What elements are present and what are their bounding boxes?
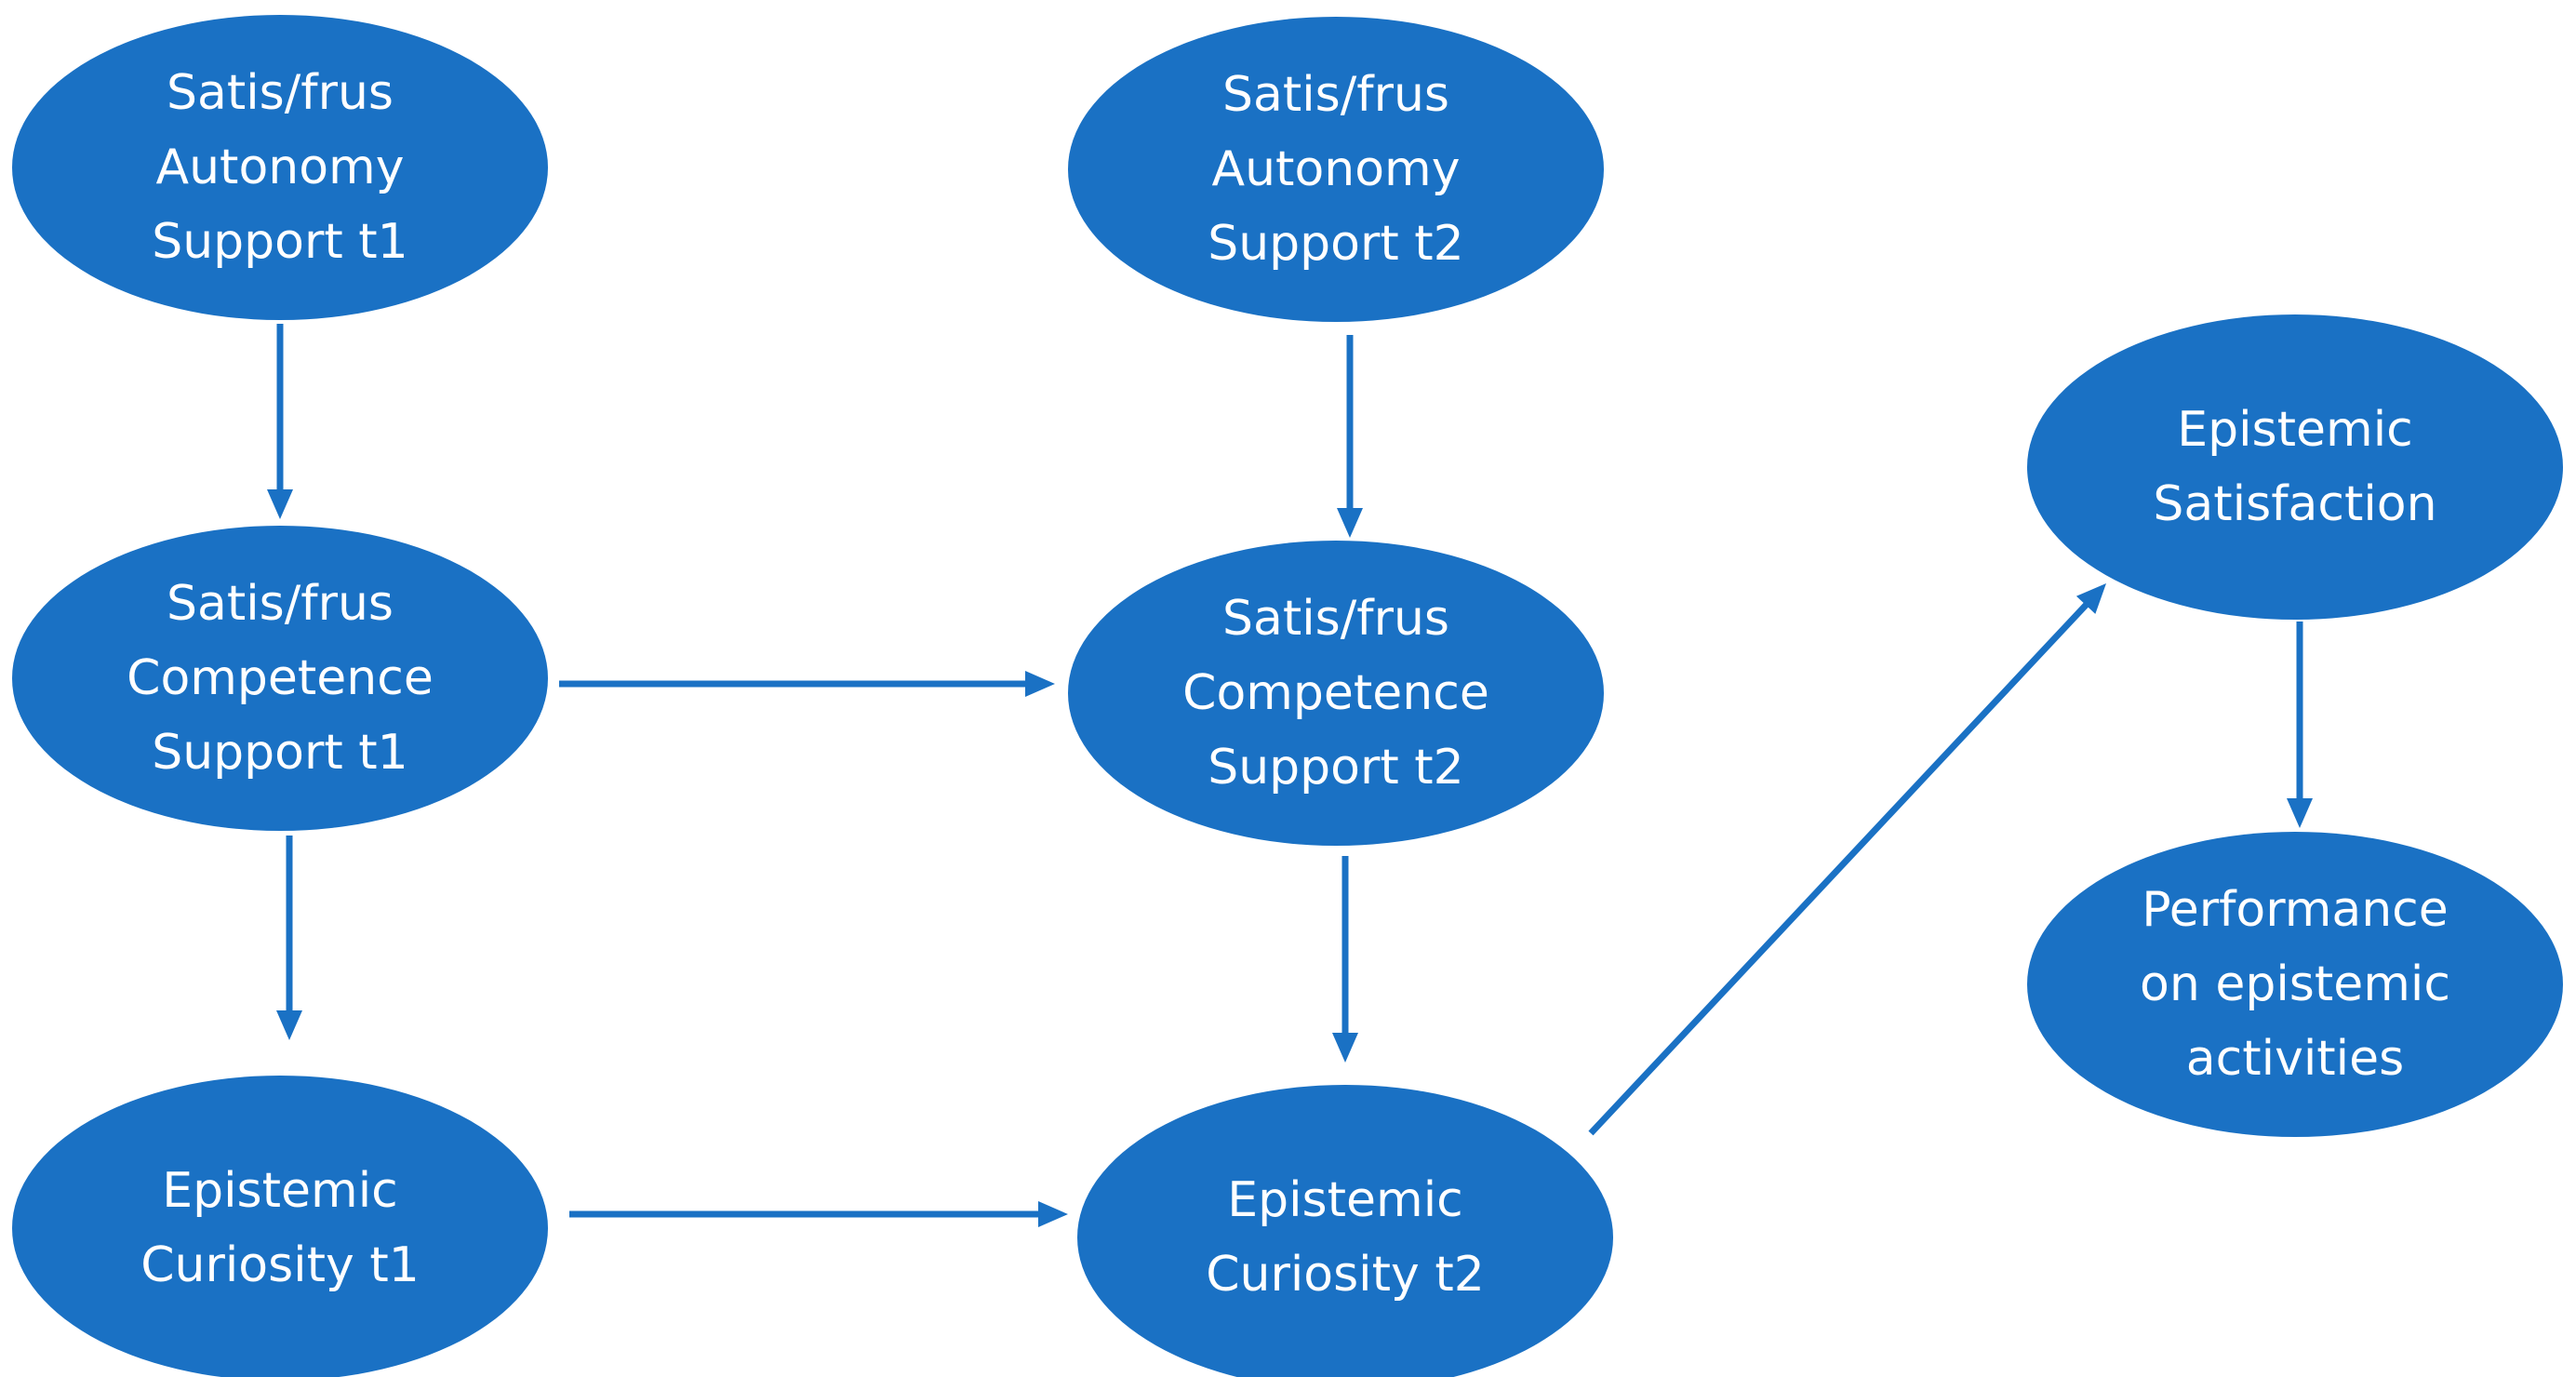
node-label-line: Epistemic — [162, 1163, 397, 1219]
node-label-line: Epistemic — [1227, 1172, 1462, 1228]
edges-layer — [267, 324, 2313, 1227]
arrowhead-icon — [1038, 1201, 1068, 1227]
arrow-curiosity-t2-to-epistemic-satisfaction — [1588, 583, 2106, 1136]
node-label-line: Support t2 — [1208, 216, 1464, 272]
arrowhead-icon — [2075, 583, 2106, 614]
node-label-line: Autonomy — [1212, 141, 1461, 197]
node-label-line: Competence — [1182, 665, 1489, 721]
arrowhead-icon — [267, 489, 293, 519]
node-label-line: Satis/frus — [1222, 591, 1449, 647]
node-performance: Performance on epistemic activities — [2027, 832, 2563, 1137]
node-label-line: Epistemic — [2177, 402, 2412, 458]
node-ellipse — [12, 526, 548, 831]
node-ellipse — [1068, 541, 1604, 846]
node-label-line: Support t2 — [1208, 740, 1464, 795]
arrow-epistemic-satisfaction-to-performance — [2287, 622, 2313, 828]
node-label-line: Curiosity t1 — [140, 1237, 420, 1293]
node-label-line: activities — [2186, 1031, 2404, 1087]
node-label-line: Satis/frus — [167, 65, 394, 121]
node-ellipse — [2027, 832, 2563, 1137]
node-label-line: Satis/frus — [167, 576, 394, 632]
node-label-line: Curiosity t2 — [1206, 1247, 1485, 1303]
arrow-competence-t1-to-curiosity-t1 — [276, 836, 302, 1040]
node-label-line: Support t1 — [152, 725, 408, 781]
node-label-line: Autonomy — [156, 140, 405, 195]
arrow-autonomy-t1-to-competence-t1 — [267, 324, 293, 519]
arrowhead-icon — [1025, 671, 1055, 697]
arrow-competence-t1-to-competence-t2 — [559, 671, 1055, 697]
arrowhead-icon — [1332, 1033, 1358, 1063]
arrow-curiosity-t1-to-curiosity-t2 — [569, 1201, 1068, 1227]
node-label-line: Support t1 — [152, 214, 408, 270]
node-ellipse — [12, 1076, 548, 1377]
arrow-autonomy-t2-to-competence-t2 — [1337, 335, 1363, 538]
arrowhead-icon — [2287, 798, 2313, 828]
node-ellipse — [2027, 314, 2563, 620]
node-label-line: Competence — [127, 650, 434, 706]
node-label-line: on epistemic — [2140, 956, 2450, 1012]
arrow-competence-t2-to-curiosity-t2 — [1332, 856, 1358, 1063]
arrowhead-icon — [1337, 508, 1363, 538]
node-label-line: Performance — [2142, 882, 2449, 938]
node-ellipse — [1068, 17, 1604, 322]
arrow-shaft — [1588, 601, 2090, 1136]
node-label-line: Satisfaction — [2153, 476, 2436, 532]
arrowhead-icon — [276, 1010, 302, 1040]
node-ellipse — [12, 15, 548, 320]
node-ellipse — [1077, 1085, 1613, 1377]
node-label-line: Satis/frus — [1222, 67, 1449, 123]
